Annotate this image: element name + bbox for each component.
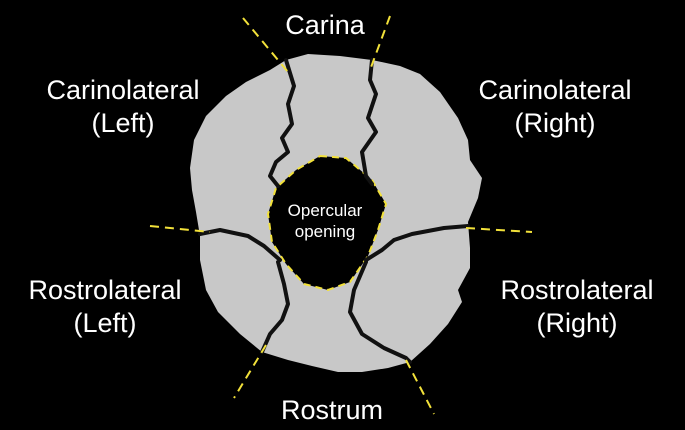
label-carina-text: Carina — [270, 9, 380, 42]
label-opercular-line2: opening — [266, 221, 384, 242]
label-opercular-opening: Opercular opening — [266, 200, 384, 242]
label-rostrolateral-left: Rostrolateral (Left) — [10, 274, 200, 340]
label-carinolateral-right: Carinolateral (Right) — [460, 74, 650, 140]
label-rostrolateral-right: Rostrolateral (Right) — [482, 274, 672, 340]
label-rostrum: Rostrum — [262, 394, 402, 427]
label-carinolateral-right-line2: (Right) — [460, 107, 650, 140]
label-rostrolateral-right-line2: (Right) — [482, 307, 672, 340]
label-rostrolateral-left-line1: Rostrolateral — [10, 274, 200, 307]
label-carinolateral-right-line1: Carinolateral — [460, 74, 650, 107]
label-rostrolateral-right-line1: Rostrolateral — [482, 274, 672, 307]
label-carinolateral-left-line1: Carinolateral — [28, 74, 218, 107]
label-rostrolateral-left-line2: (Left) — [10, 307, 200, 340]
label-carinolateral-left-line2: (Left) — [28, 107, 218, 140]
label-rostrum-text: Rostrum — [262, 394, 402, 427]
label-opercular-line1: Opercular — [266, 200, 384, 221]
label-carina: Carina — [270, 9, 380, 42]
label-carinolateral-left: Carinolateral (Left) — [28, 74, 218, 140]
